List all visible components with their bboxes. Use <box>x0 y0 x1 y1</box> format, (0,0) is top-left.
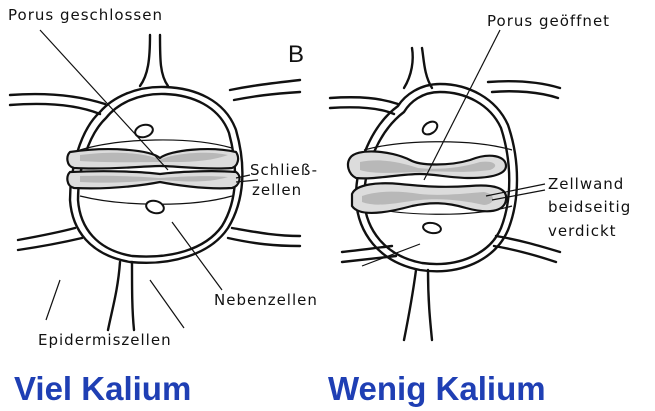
label-porus-geoeffnet: Porus geöffnet <box>487 12 610 30</box>
label-nebenzellen: Nebenzellen <box>214 291 318 309</box>
right-stoma-open <box>330 30 560 340</box>
label-zellwand-1: Zellwand <box>548 175 624 193</box>
label-porus-geschlossen: Porus geschlossen <box>8 6 163 24</box>
caption-wenig-kalium: Wenig Kalium <box>328 370 546 407</box>
label-zellwand-2: beidseitig <box>548 198 631 216</box>
label-epidermiszellen: Epidermiszellen <box>38 331 172 349</box>
label-schliesszellen-2: zellen <box>252 181 302 199</box>
panel-letter: B <box>288 41 304 68</box>
label-schliesszellen-1: Schließ- <box>250 161 318 179</box>
left-stoma-closed <box>10 30 300 330</box>
caption-viel-kalium: Viel Kalium <box>14 370 191 407</box>
label-zellwand-3: verdickt <box>548 222 617 240</box>
